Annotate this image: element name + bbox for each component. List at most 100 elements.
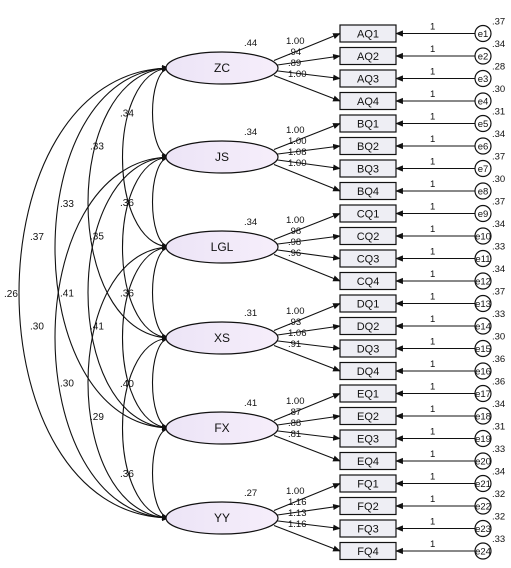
error-variance: .33 [492,309,505,320]
loading-label: 1.00 [286,396,305,407]
covariance-arc [18,65,170,521]
error-path-label: 1 [430,517,435,528]
indicator-label: EQ2 [357,411,379,423]
error-circle [474,69,492,88]
error-circle [474,339,492,358]
loading-arrow [273,143,341,156]
covariance-label: .35 [90,232,104,243]
error-variance: .33 [492,444,505,455]
error-variance: .36 [492,354,505,365]
error-label: e19 [475,434,491,445]
indicator-box [339,271,397,291]
latent-label: XS [214,331,230,345]
loading-label: 1.00 [288,158,307,169]
error-path-label: 1 [430,292,435,303]
covariance-label: .41 [60,289,74,300]
indicator-box [339,361,397,381]
error-variance: .31 [492,107,505,118]
latent-variance: .34 [244,217,257,228]
loading-label: 1.16 [288,519,307,530]
error-variance: .37 [492,152,505,163]
nodes [165,24,492,561]
indicator-label: FQ4 [357,546,378,558]
error-variance: .34 [492,399,505,410]
error-variance: .32 [492,489,505,500]
error-label: e23 [475,524,491,535]
indicator-box [339,204,397,223]
error-label: e7 [478,164,489,175]
error-variance: .34 [492,219,505,230]
loading-arrow [273,339,341,351]
error-variance: .28 [492,62,505,73]
error-circle [474,474,492,493]
error-path-label: 1 [430,427,435,438]
latent-variance: .34 [244,127,257,138]
loading-label: .98 [288,237,301,248]
error-label: e18 [475,412,491,423]
loading-arrow [273,519,341,531]
latent-label: LGL [211,240,234,254]
covariance-arc [121,244,170,431]
loading-arrow [273,302,341,332]
loading-arrow [273,524,341,552]
loading-arrow [273,122,341,151]
covariance-arc [54,154,170,521]
covariance-label: .29 [90,412,104,423]
latent-variance: .41 [244,398,257,409]
indicator-label: BQ4 [357,186,379,198]
indicator-label: FQ1 [357,479,378,491]
error-label: e10 [475,232,491,243]
loading-label: .81 [288,429,301,440]
loading-label: .91 [288,339,301,350]
error-label: e20 [475,457,491,468]
covariance-label: .36 [120,469,134,480]
indicator-label: AQ1 [357,29,379,41]
indicator-label: BQ3 [357,164,379,176]
covariance-label: .30 [30,322,44,333]
covariance-label: .37 [30,232,44,243]
error-path-label: 1 [430,247,435,258]
loading-label: 1.00 [286,215,305,226]
loading-arrow [273,323,341,337]
error-label: e5 [478,119,489,130]
error-label: e12 [475,277,491,288]
covariance-arc [121,335,170,521]
error-variance: .30 [492,174,505,185]
error-circle [474,294,492,313]
covariance-label: .34 [120,109,134,120]
loading-paths [273,30,475,555]
error-path-label: 1 [430,314,435,325]
loading-arrow [273,53,341,67]
covariance-arc [121,65,170,250]
error-circle [474,47,492,65]
covariance-label: .33 [60,199,74,210]
loading-arrow [273,344,341,372]
loading-arrow [273,253,341,282]
latent-ellipse [165,140,279,174]
indicator-label: CQ4 [357,276,380,288]
error-label: e8 [478,187,489,198]
indicator-label: CQ2 [357,231,380,243]
error-circle [474,204,492,223]
covariance-label: .41 [90,322,104,333]
loading-label: .93 [288,317,301,328]
loading-label: 1.00 [286,125,305,136]
loading-label: 1.06 [288,328,307,339]
indicator-box [339,24,397,43]
indicator-box [339,249,397,268]
error-circle [474,114,492,133]
error-circle [474,182,492,200]
error-circle [474,497,492,515]
error-path-label: 1 [430,44,435,55]
indicator-label: AQ3 [357,74,379,86]
indicator-box [339,226,397,246]
loading-label: .87 [288,407,301,418]
error-circle [474,137,492,155]
error-variance: .32 [492,512,505,523]
loading-arrow [273,74,341,102]
loading-label: .94 [288,47,301,58]
indicator-label: AQ4 [357,96,379,108]
error-variance: .34 [492,39,505,50]
